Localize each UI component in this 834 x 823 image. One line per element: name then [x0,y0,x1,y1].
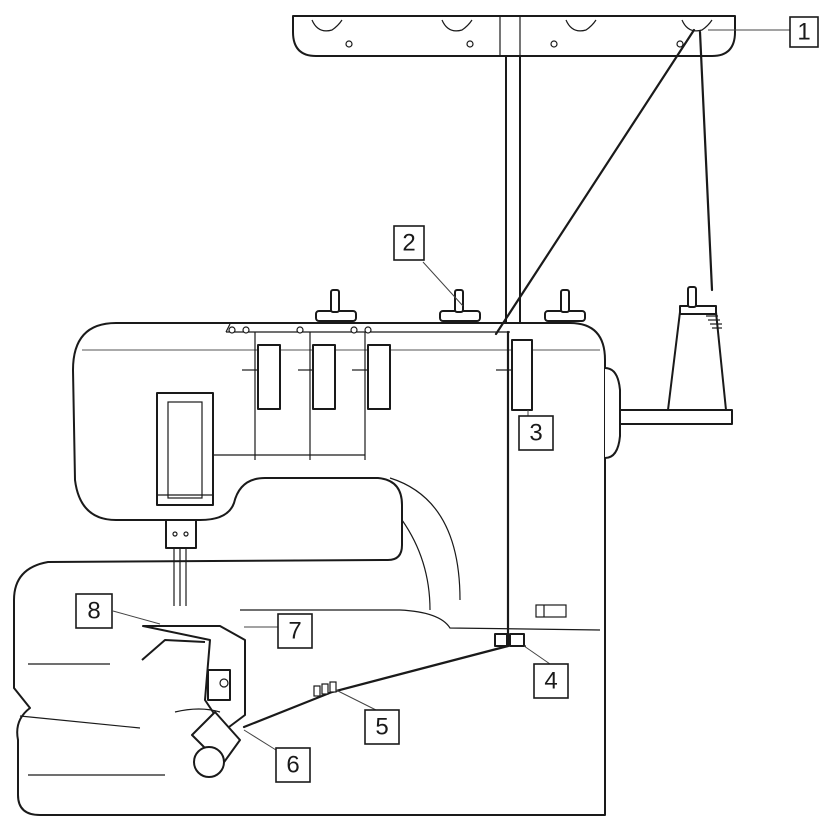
thread-guide-5 [313,681,337,697]
callout-label: 2 [402,230,415,257]
callout-label: 1 [797,19,810,46]
callout-label: 6 [286,752,299,779]
spool-pins [315,289,586,322]
thread-guide-hooks [311,19,713,48]
thread-cone [667,286,727,411]
tension-dials [208,326,533,460]
callout-1: 1 [789,16,819,48]
needle-bar [156,392,214,606]
thread-path [242,28,714,729]
callout-label: 3 [529,420,542,447]
leader-lines [112,29,790,751]
callout-label: 7 [288,618,301,645]
callout-7: 7 [277,613,313,649]
callout-6: 6 [275,747,311,783]
callout-label: 5 [375,714,388,741]
thread-stand [292,15,736,322]
callout-label: 4 [544,668,557,695]
callout-2: 2 [393,225,425,261]
callout-5: 5 [364,709,400,745]
callout-8: 8 [75,593,113,629]
callout-label: 8 [87,598,100,625]
looper-mechanism [141,625,246,778]
callout-4: 4 [533,663,569,699]
callout-3: 3 [518,415,554,451]
thread-guide-4 [494,633,525,647]
